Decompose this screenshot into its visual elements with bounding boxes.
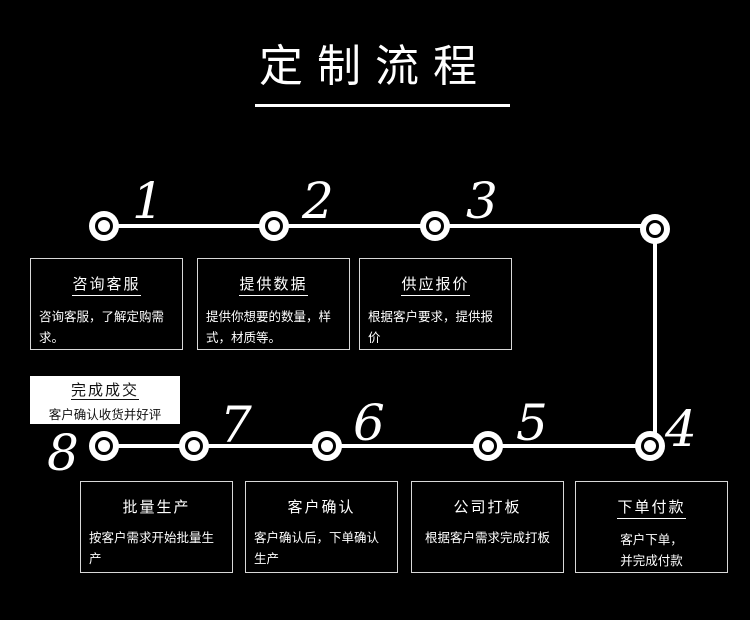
flow-path [104,224,657,448]
step-desc-6: 客户确认后，下单确认生产 [254,530,380,566]
node-7 [179,431,209,461]
step-box-8: 完成成交 客户确认收货并好评 [30,376,180,424]
step-desc-1: 咨询客服，了解定购需求。 [39,309,165,345]
step-desc-5: 根据客户需求完成打板 [424,530,550,545]
step-title-7: 批量生产 [122,498,191,516]
step-desc-2: 提供你想要的数量，样式，材质等。 [206,309,332,345]
step-number-5: 5 [516,394,548,452]
step-desc-4: 客户下单，并完成付款 [620,532,683,568]
node-1 [89,211,119,241]
step-desc-8: 客户确认收货并好评 [48,407,162,422]
step-box-7: 批量生产 按客户需求开始批量生产 [80,481,233,573]
step-number-7: 7 [220,396,252,454]
step-desc-7: 按客户需求开始批量生产 [89,530,215,566]
step-box-1: 咨询客服 咨询客服，了解定购需求。 [30,258,183,350]
step-title-5: 公司打板 [453,498,522,516]
step-title-2: 提供数据 [239,273,308,296]
step-number-2: 2 [302,172,334,230]
node-6 [312,431,342,461]
title-underline [255,104,510,107]
step-box-5: 公司打板 根据客户需求完成打板 [411,481,564,573]
page-title: 定制流程 [259,41,491,92]
node-corner [640,214,670,244]
step-title-6: 客户确认 [287,498,356,516]
node-4 [635,431,665,461]
step-number-3: 3 [466,172,498,230]
flow-nodes [89,211,670,461]
node-5 [473,431,503,461]
step-box-3: 供应报价 根据客户要求，提供报价 [359,258,512,350]
step-title-1: 咨询客服 [72,273,141,296]
node-3 [420,211,450,241]
step-box-2: 提供数据 提供你想要的数量，样式，材质等。 [197,258,350,350]
node-2 [259,211,289,241]
step-box-6: 客户确认 客户确认后，下单确认生产 [245,481,398,573]
step-title-4: 下单付款 [617,496,686,519]
step-title-8: 完成成交 [70,381,139,400]
step-number-1: 1 [132,172,164,230]
node-8 [89,431,119,461]
step-box-4: 下单付款 客户下单，并完成付款 [575,481,728,573]
step-title-3: 供应报价 [401,273,470,296]
step-desc-3: 根据客户要求，提供报价 [368,309,494,345]
step-number-6: 6 [353,394,385,452]
step-number-4: 4 [665,400,697,458]
step-number-8: 8 [47,424,79,482]
